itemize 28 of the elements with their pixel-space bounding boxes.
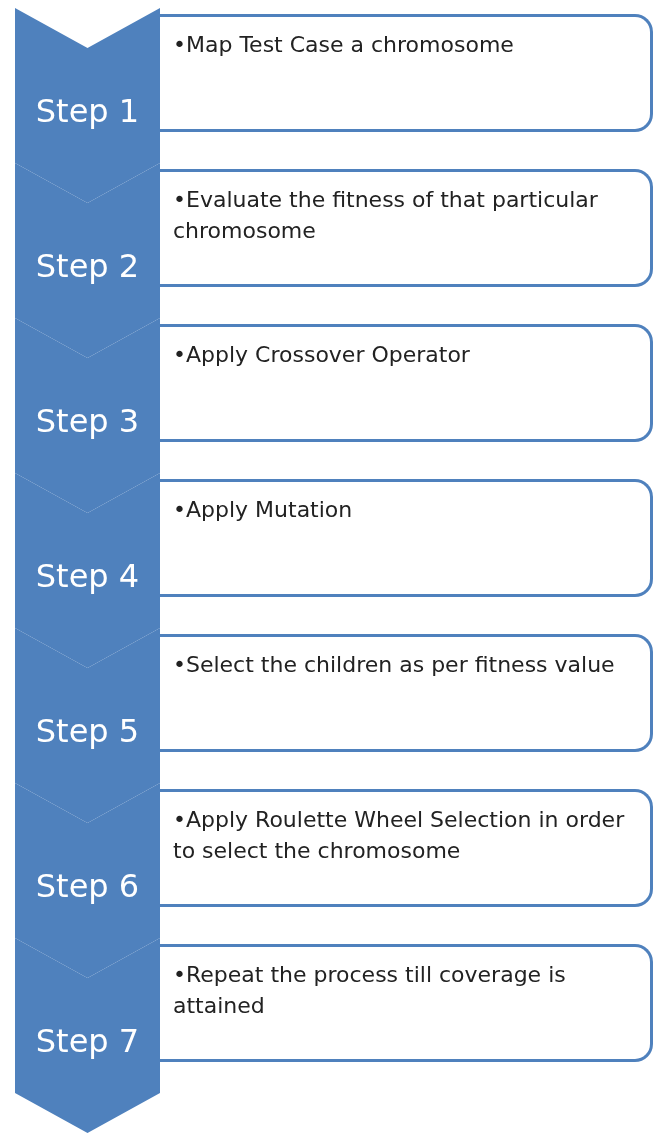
step-description-box	[160, 789, 653, 907]
step-description-box	[160, 634, 653, 752]
step-description: •Evaluate the fitness of that particular chromosome	[173, 186, 599, 245]
step-description: •Apply Crossover Operator	[173, 341, 471, 369]
step-label: Step 4	[34, 556, 141, 595]
step-label: Step 6	[34, 866, 141, 905]
step-description-box	[160, 14, 653, 132]
step-description: •Apply Mutation	[173, 496, 354, 524]
chevron-shape	[15, 318, 160, 513]
step-description-box	[160, 324, 653, 442]
step-description-box	[160, 169, 653, 287]
step-description-box	[160, 479, 653, 597]
chevron-shape	[15, 163, 160, 358]
chevron-shape	[15, 783, 160, 978]
chevron-shape	[15, 938, 160, 1133]
step-label: Step 5	[34, 711, 141, 750]
step-label: Step 2	[34, 246, 141, 285]
chevron-shape	[15, 628, 160, 823]
step-description: •Repeat the process till coverage is attained	[173, 961, 567, 1020]
step-label: Step 3	[34, 401, 141, 440]
chevron-shape	[15, 473, 160, 668]
chevron-shape	[15, 8, 160, 203]
step-description: •Map Test Case a chromosome	[173, 31, 515, 59]
step-description: •Select the children as per fitness value	[173, 651, 616, 679]
step-label: Step 1	[34, 91, 141, 130]
step-label: Step 7	[34, 1021, 141, 1060]
step-description-box	[160, 944, 653, 1062]
step-description: •Apply Roulette Wheel Selection in order to select the chromosome	[173, 806, 626, 865]
